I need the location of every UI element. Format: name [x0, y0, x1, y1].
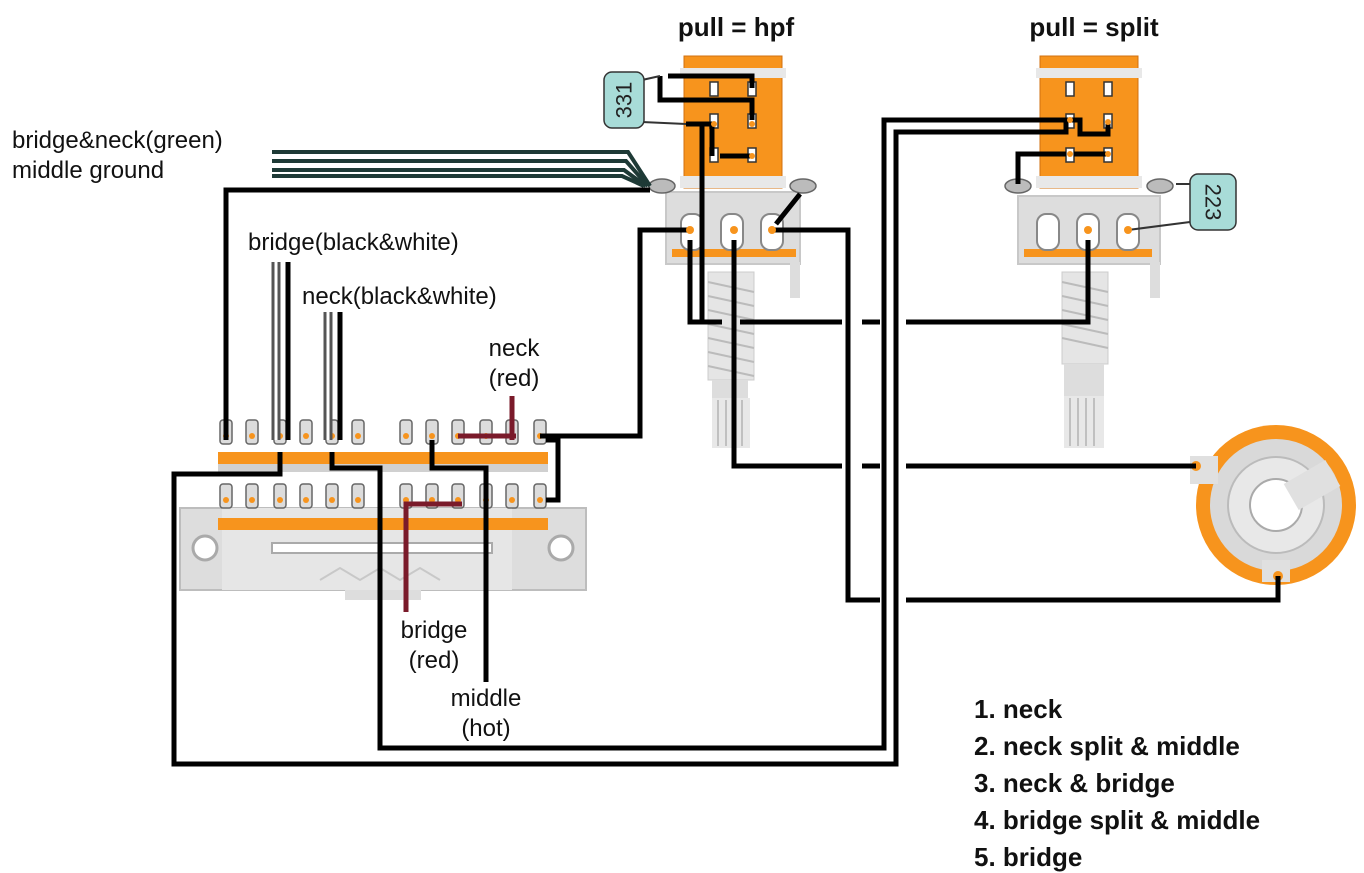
- shield-label-line1: bridge&neck(green): [12, 127, 223, 154]
- cap-223-label: 223: [1201, 184, 1226, 221]
- switch-lug: [299, 483, 313, 509]
- bridge-red-label-2: (red): [409, 647, 460, 674]
- switch-lug: [451, 419, 465, 445]
- positions-legend: 1. neck 2. neck split & middle 3. neck &…: [974, 694, 1260, 872]
- black-wires: [171, 73, 1281, 767]
- neck-red-label-2: (red): [489, 365, 540, 392]
- switch-lug: [299, 419, 313, 445]
- switch-lugs-lower: [219, 483, 547, 509]
- capacitor-leads: [641, 75, 1191, 231]
- switch-lugs-upper: [219, 419, 547, 445]
- switch-lug-solder: [249, 497, 255, 503]
- switch-lug-solder: [329, 497, 335, 503]
- switch-lug-solder: [355, 433, 361, 439]
- switch-lug: [219, 483, 233, 509]
- neck-bw-label: neck(black&white): [302, 283, 497, 310]
- switch-lug: [245, 483, 259, 509]
- neck-red-label-1: neck: [489, 335, 541, 362]
- five-way-switch: [179, 419, 587, 600]
- switch-lug: [245, 419, 259, 445]
- bridge-bw-label: bridge(black&white): [248, 229, 459, 256]
- switch-lug: [505, 483, 519, 509]
- switch-lug-solder: [249, 433, 255, 439]
- switch-lug-solder: [355, 497, 361, 503]
- bridge-red-label-1: bridge: [401, 617, 468, 644]
- switch-lug: [399, 419, 413, 445]
- switch-lug-solder: [537, 497, 543, 503]
- switch-lug-solder: [509, 497, 515, 503]
- switch-lug: [533, 419, 547, 445]
- switch-lug-solder: [303, 497, 309, 503]
- shield-label-line2: middle ground: [12, 157, 164, 184]
- red-wires: [403, 396, 516, 612]
- solder-points: [686, 117, 1132, 234]
- capacitor-223: 223: [1189, 173, 1237, 231]
- cap-331-label: 331: [612, 82, 637, 119]
- legend-item: 5. bridge: [974, 842, 1082, 872]
- switch-lug: [325, 483, 339, 509]
- legend-item: 4. bridge split & middle: [974, 805, 1260, 835]
- switch-lug: [351, 483, 365, 509]
- output-jack: [1190, 425, 1356, 585]
- ground-shield-wires: [272, 150, 652, 188]
- legend-item: 1. neck: [974, 694, 1063, 724]
- switch-lug: [479, 419, 493, 445]
- switch-lug-solder: [277, 497, 283, 503]
- switch-lug-solder: [223, 497, 229, 503]
- switch-lug: [533, 483, 547, 509]
- middle-hot-label-2: (hot): [461, 715, 510, 742]
- pot-split-title: pull = split: [1029, 12, 1159, 42]
- switch-lug: [273, 483, 287, 509]
- middle-hot-label-1: middle: [451, 685, 522, 712]
- switch-lug-solder: [303, 433, 309, 439]
- capacitor-331: 331: [603, 71, 645, 129]
- switch-lug-solder: [429, 433, 435, 439]
- switch-lug-solder: [403, 433, 409, 439]
- legend-item: 3. neck & bridge: [974, 768, 1175, 798]
- legend-item: 2. neck split & middle: [974, 731, 1240, 761]
- pot-hpf-title: pull = hpf: [678, 12, 795, 42]
- switch-lug: [351, 419, 365, 445]
